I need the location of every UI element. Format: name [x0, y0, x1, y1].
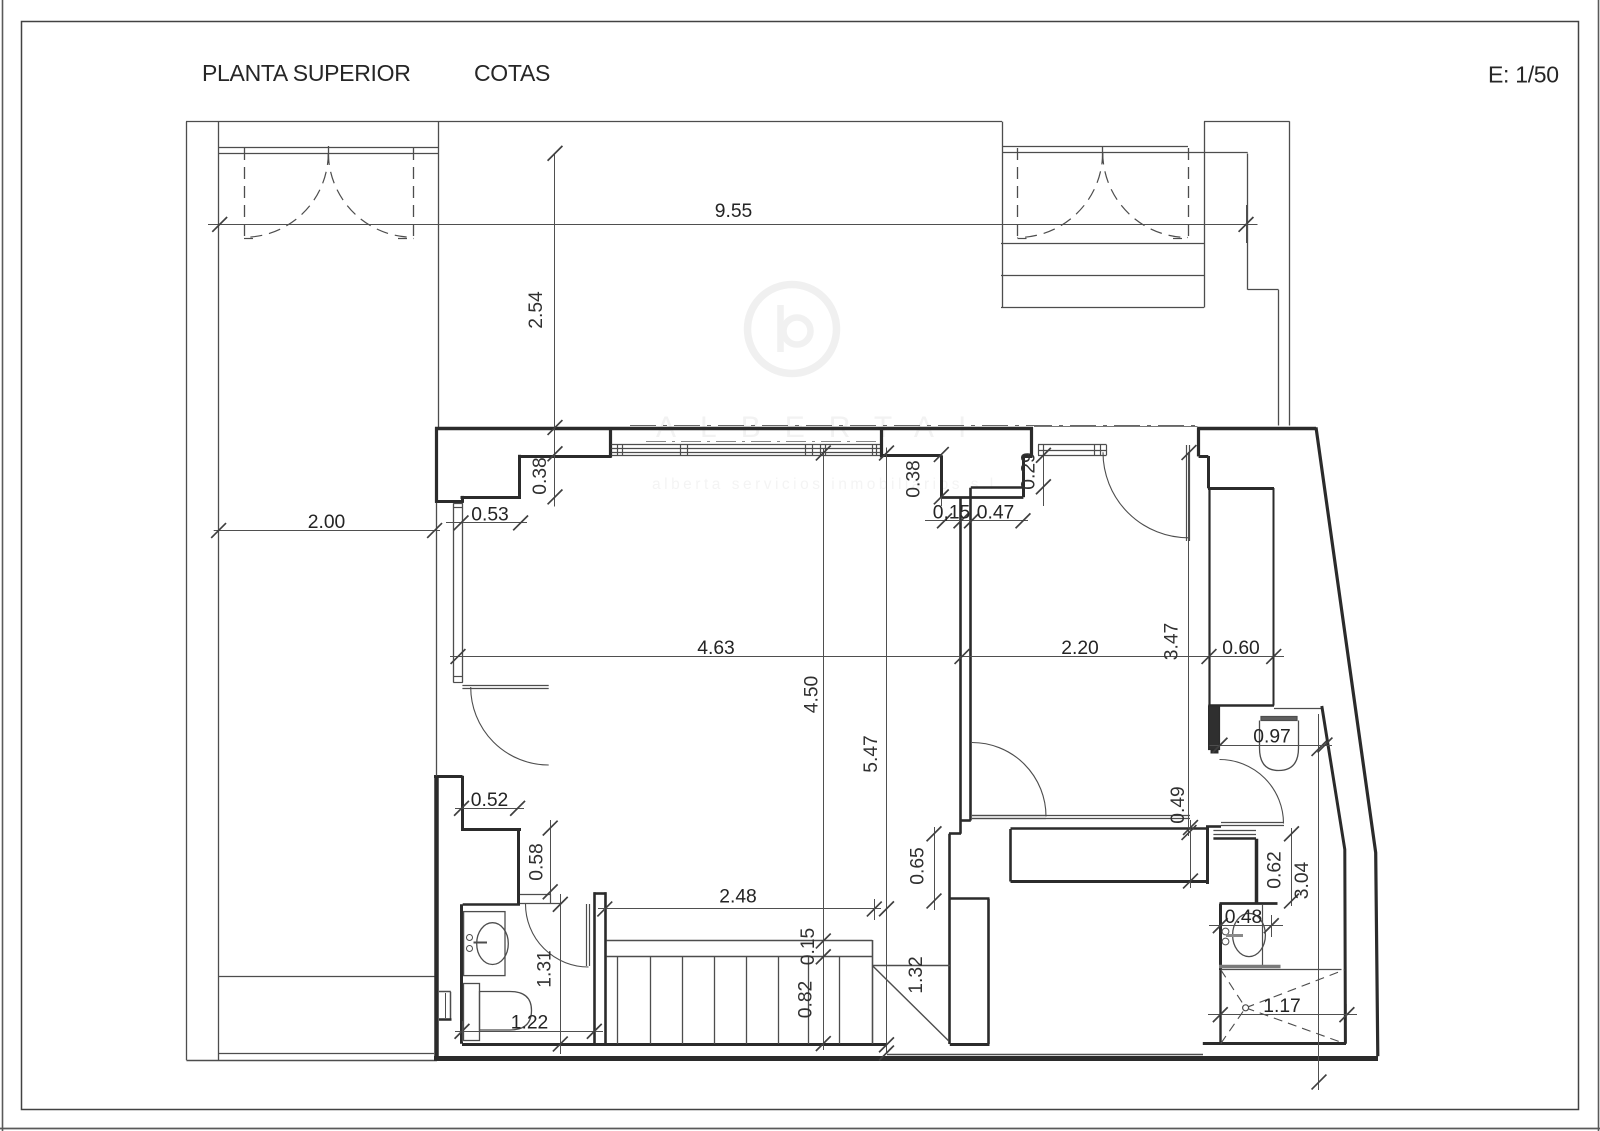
svg-text:0.97: 0.97	[1253, 727, 1291, 748]
svg-text:3.04: 3.04	[1292, 861, 1313, 899]
svg-text:0.47: 0.47	[977, 502, 1015, 523]
svg-text:0.29: 0.29	[1019, 452, 1040, 490]
svg-text:2.48: 2.48	[719, 887, 757, 908]
svg-text:2.20: 2.20	[1061, 638, 1099, 659]
svg-text:alberta servicios inmobiliario: alberta servicios inmobiliarios s.l.	[652, 476, 1005, 493]
svg-text:2.54: 2.54	[526, 291, 547, 329]
svg-text:1.32: 1.32	[906, 956, 927, 994]
svg-text:0.82: 0.82	[796, 981, 817, 1019]
svg-text:0.60: 0.60	[1222, 638, 1260, 659]
svg-text:0,15: 0,15	[933, 502, 971, 523]
svg-text:1.17: 1.17	[1263, 996, 1301, 1017]
svg-text:PLANTA SUPERIOR: PLANTA SUPERIOR	[202, 60, 411, 86]
svg-text:0.38: 0.38	[530, 457, 551, 495]
svg-text:0.15: 0.15	[798, 928, 819, 966]
svg-text:3.47: 3.47	[1162, 623, 1183, 661]
svg-text:0.58: 0.58	[527, 843, 548, 881]
svg-text:E: 1/50: E: 1/50	[1488, 62, 1559, 88]
svg-text:5.47: 5.47	[861, 735, 882, 773]
svg-text:4.63: 4.63	[697, 638, 735, 659]
svg-text:0.38: 0.38	[904, 460, 925, 498]
svg-text:0.53: 0.53	[471, 505, 509, 526]
svg-text:1.31: 1.31	[535, 950, 556, 988]
svg-text:0.62: 0.62	[1265, 851, 1286, 889]
svg-text:0.65: 0.65	[908, 847, 929, 885]
svg-text:1.22: 1.22	[511, 1013, 549, 1034]
svg-text:2.00: 2.00	[308, 512, 346, 533]
svg-text:9.55: 9.55	[715, 201, 753, 222]
svg-text:0.52: 0.52	[471, 790, 509, 811]
svg-text:COTAS: COTAS	[474, 60, 550, 86]
svg-text:0.49: 0.49	[1168, 786, 1189, 824]
svg-text:4.50: 4.50	[802, 676, 823, 714]
svg-text:0.48: 0.48	[1225, 907, 1263, 928]
